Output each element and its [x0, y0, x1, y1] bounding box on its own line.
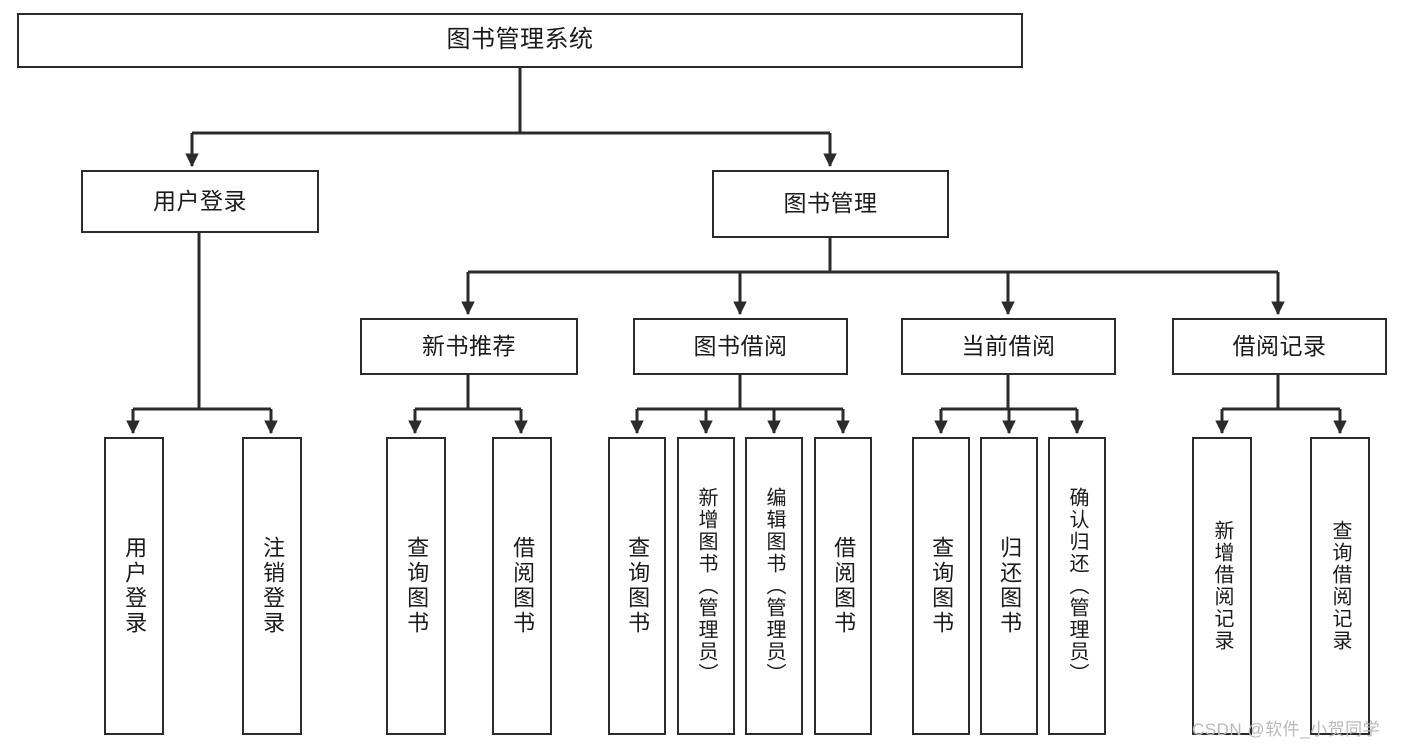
node-label: 归还图书: [997, 536, 1023, 636]
leaf-borrow-book-newbook[interactable]: 借阅图书: [492, 437, 552, 735]
node-label: 用户登录: [122, 536, 148, 636]
leaf-logout[interactable]: 注销登录: [242, 437, 302, 735]
node-label: 借阅图书: [831, 536, 857, 636]
csdn-watermark: CSDN @软件_小贺同学: [1192, 720, 1381, 739]
node-label: 注销登录: [260, 536, 286, 636]
node-book-management[interactable]: 图书管理: [712, 170, 949, 238]
node-label: 查询借阅记录: [1329, 520, 1351, 652]
node-label: 借阅记录: [1232, 332, 1327, 359]
leaf-query-book-current[interactable]: 查询图书: [912, 437, 970, 735]
node-label: 用户登录: [153, 187, 247, 214]
node-label: 新增借阅记录: [1211, 520, 1233, 652]
node-label: 新书推荐: [422, 332, 516, 359]
node-label: 查询图书: [625, 536, 651, 636]
node-current-borrow[interactable]: 当前借阅: [901, 318, 1116, 375]
node-label: 图书管理系统: [446, 26, 594, 54]
node-book-borrow[interactable]: 图书借阅: [633, 318, 848, 375]
node-label: 编辑图书（管理员）: [763, 487, 785, 685]
node-borrow-records[interactable]: 借阅记录: [1172, 318, 1387, 375]
node-label: 图书管理: [783, 190, 878, 217]
leaf-edit-book-admin[interactable]: 编辑图书（管理员）: [745, 437, 803, 735]
leaf-confirm-return-admin[interactable]: 确认归还（管理员）: [1048, 437, 1106, 735]
leaf-add-book-admin[interactable]: 新增图书（管理员）: [677, 437, 735, 735]
leaf-query-book-borrow[interactable]: 查询图书: [608, 437, 666, 735]
node-label: 当前借阅: [961, 332, 1056, 359]
node-user-login[interactable]: 用户登录: [81, 170, 319, 233]
leaf-add-borrow-record[interactable]: 新增借阅记录: [1192, 437, 1252, 735]
node-label: 新增图书（管理员）: [695, 487, 717, 685]
node-label: 借阅图书: [510, 536, 536, 636]
node-label: 确认归还（管理员）: [1066, 487, 1088, 685]
node-new-book-recommend[interactable]: 新书推荐: [360, 318, 578, 375]
node-label: 查询图书: [929, 536, 955, 636]
node-root-book-management-system[interactable]: 图书管理系统: [17, 13, 1023, 68]
node-label: 图书借阅: [693, 332, 788, 359]
leaf-query-book-newbook[interactable]: 查询图书: [386, 437, 446, 735]
leaf-return-book[interactable]: 归还图书: [980, 437, 1038, 735]
node-label: 查询图书: [404, 536, 430, 636]
leaf-user-login[interactable]: 用户登录: [104, 437, 164, 735]
leaf-query-borrow-record[interactable]: 查询借阅记录: [1310, 437, 1370, 735]
leaf-borrow-book[interactable]: 借阅图书: [814, 437, 872, 735]
